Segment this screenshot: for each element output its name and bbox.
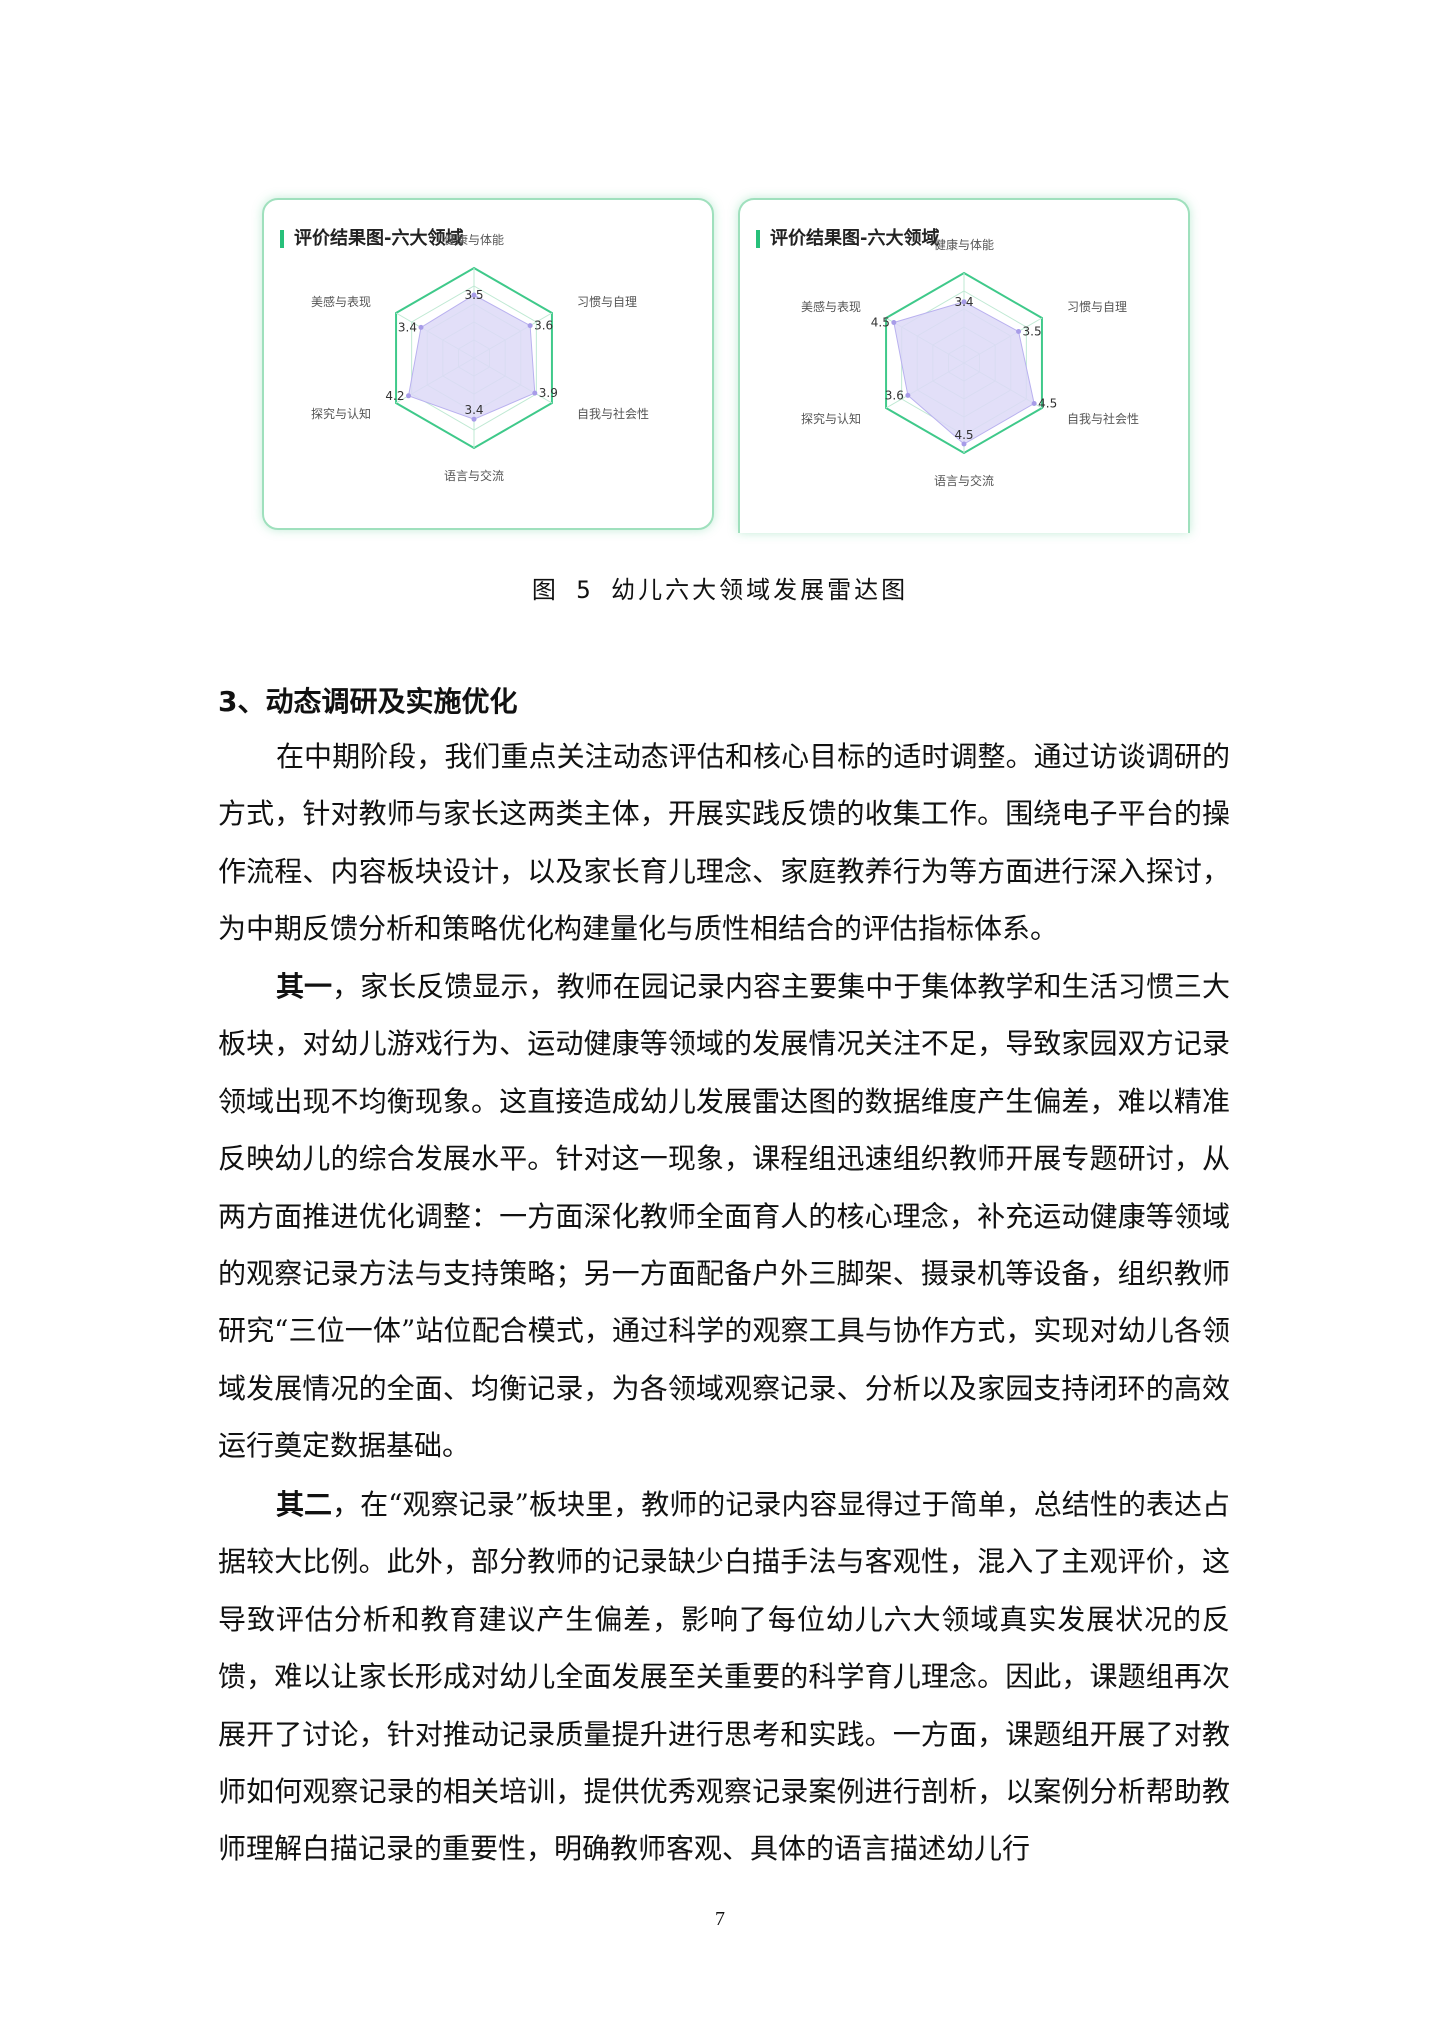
page-number: 7 bbox=[715, 1908, 725, 1930]
radar-data-area bbox=[893, 301, 1035, 445]
paragraph-text: ，家长反馈显示，教师在园记录内容主要集中于集体教学和生活习惯三大板块，对幼儿游戏… bbox=[218, 970, 1230, 1463]
radar-axis-label: 习惯与自理 bbox=[577, 294, 637, 309]
radar-value-label: 3.5 bbox=[464, 288, 483, 302]
radar-axis-label: 语言与交流 bbox=[444, 468, 504, 483]
radar-card-1: 评价结果图-六大领域 3.5 3.6 3.9 3.4 4.2 3.4 健康与体能习惯与自理自… bbox=[262, 198, 714, 530]
radar-point bbox=[1031, 401, 1037, 406]
radar-point bbox=[961, 299, 967, 305]
radar-point bbox=[891, 320, 897, 325]
radar-value-label: 3.6 bbox=[885, 388, 904, 402]
paragraph-lead: 其一 bbox=[276, 970, 333, 1003]
section-heading: 3、动态调研及实施优化 bbox=[218, 685, 518, 718]
radar-axis-label: 美感与表现 bbox=[311, 294, 371, 309]
paragraph-lead: 其二 bbox=[276, 1488, 333, 1521]
radar-value-label: 3.5 bbox=[1023, 325, 1042, 339]
radar-point bbox=[471, 416, 477, 422]
radar-point bbox=[471, 292, 477, 298]
paragraph-3: 其二，在“观察记录”板块里，教师的记录内容显得过于简单，总结性的表达占据较大比例… bbox=[218, 1476, 1230, 1878]
radar-point bbox=[527, 323, 533, 329]
radar-axis-label: 自我与社会性 bbox=[577, 406, 649, 421]
radar-value-label: 4.5 bbox=[1038, 397, 1057, 411]
radar-card-title: 评价结果图-六大领域 bbox=[756, 230, 939, 248]
radar-value-label: 4.5 bbox=[954, 428, 973, 442]
radar-axis-label: 美感与表现 bbox=[801, 299, 861, 314]
radar-value-label: 4.5 bbox=[871, 316, 890, 330]
radar-value-label: 3.6 bbox=[534, 319, 553, 333]
radar-point bbox=[418, 324, 424, 330]
radar-axis-label: 探究与认知 bbox=[801, 411, 861, 426]
radar-value-label: 3.4 bbox=[398, 320, 417, 334]
radar-card-2: 评价结果图-六大领域 3.4 3.5 4.5 4.5 3.6 4.5 健康与体能习惯与自理自… bbox=[738, 198, 1190, 533]
radar-axis-label: 健康与体能 bbox=[934, 237, 994, 252]
figure-caption: 图 5 幼儿六大领域发展雷达图 bbox=[531, 576, 909, 604]
radar-point bbox=[1016, 329, 1022, 334]
radar-point bbox=[905, 392, 911, 398]
radar-point bbox=[532, 390, 538, 396]
radar-card-title: 评价结果图-六大领域 bbox=[280, 230, 463, 248]
radar-value-label: 3.4 bbox=[464, 403, 483, 417]
radar-axis-label: 语言与交流 bbox=[934, 473, 994, 488]
radar-axis-label: 习惯与自理 bbox=[1067, 299, 1127, 314]
radar-data-area bbox=[407, 294, 536, 420]
radar-point bbox=[961, 441, 967, 447]
paragraph-2: 其一，家长反馈显示，教师在园记录内容主要集中于集体教学和生活习惯三大板块，对幼儿… bbox=[218, 958, 1230, 1475]
radar-value-label: 3.9 bbox=[539, 386, 558, 400]
radar-value-label: 3.4 bbox=[954, 295, 973, 309]
paragraph-text: 在中期阶段，我们重点关注动态评估和核心目标的适时调整。通过访谈调研的方式，针对教… bbox=[218, 740, 1230, 946]
paragraph-1: 在中期阶段，我们重点关注动态评估和核心目标的适时调整。通过访谈调研的方式，针对教… bbox=[218, 728, 1230, 958]
radar-point bbox=[406, 393, 412, 399]
paragraph-text: ，在“观察记录”板块里，教师的记录内容显得过于简单，总结性的表达占据较大比例。此… bbox=[218, 1488, 1230, 1866]
radar-axis-label: 自我与社会性 bbox=[1067, 411, 1139, 426]
radar-axis-label: 探究与认知 bbox=[311, 406, 371, 421]
radar-axis-label: 健康与体能 bbox=[444, 232, 504, 247]
radar-value-label: 4.2 bbox=[385, 389, 404, 403]
